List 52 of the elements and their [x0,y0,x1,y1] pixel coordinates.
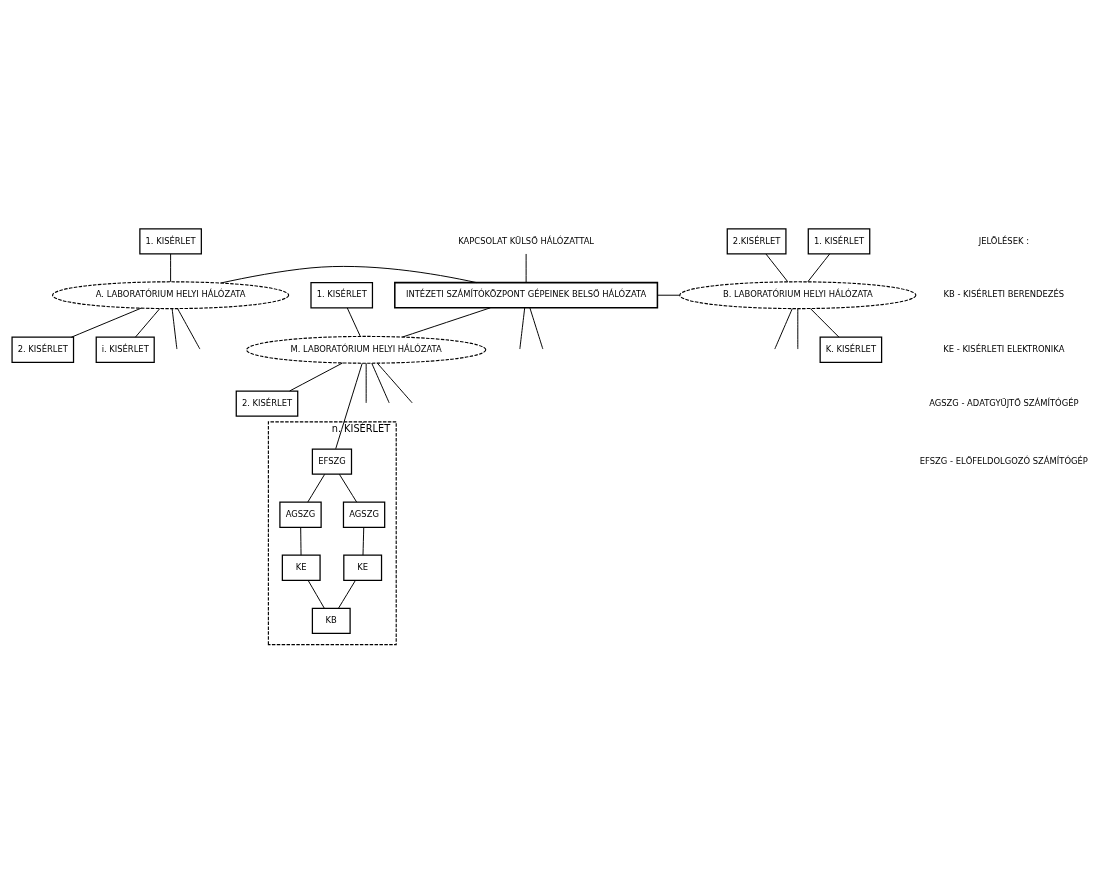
node-box: i. KISÉRLET [95,336,155,363]
connector [809,307,840,338]
node-box: KE [281,554,321,581]
connector [177,307,201,350]
connector [656,294,681,296]
node-box: KE [343,554,383,581]
node-box: INTÉZETI SZÁMÍTÓKÖZPONT GÉPEINEK BELSŐ HÁLÓZATA [394,281,659,309]
connector [307,579,325,609]
connector [171,307,178,350]
label: EFSZG - ELŐFELDOLGOZÓ SZÁMÍTÓGÉP [919,455,1088,466]
node-text: KAPCSOLAT KÜLSŐ HÁLÓZATTAL [458,235,595,246]
connector [335,362,363,449]
connector [365,362,367,403]
node-box: 1. KISÉRLET [807,227,871,255]
node-box: AGSZG [342,501,386,528]
connector [371,362,390,403]
connector [376,362,413,403]
connector [338,473,358,503]
connector [220,265,478,284]
connector [300,526,302,556]
node-box: KB [311,607,351,634]
connector [289,361,344,391]
node-box: EFSZG [311,447,353,475]
node-box: 2.KISÉRLET [726,227,787,255]
connector [70,307,142,338]
connector [774,307,793,350]
node-ellipse: B. LABORATÓRIUM HELYI HÁLÓZATA [679,280,917,309]
connector [170,253,172,282]
connector [362,526,365,556]
label: KE - KISÉRLETI ELEKTRONIKA [943,343,1065,354]
label: AGSZG - ADATGYŰJTŐ SZÁMÍTÓGÉP [929,397,1079,408]
connector [807,253,831,282]
connector [519,307,526,350]
node-box: AGSZG [279,501,322,528]
label: KB - KISÉRLETI BERENDEZÉS [943,288,1065,299]
connector [338,579,356,609]
connector [797,307,799,350]
label: JELÖLÉSEK : [978,235,1029,246]
node-box: 1. KISÉRLET [310,281,374,308]
node-box: 2. KISÉRLET [235,389,299,417]
node-box: K. KISÉRLET [819,336,883,363]
node-box: 1. KISÉRLET [139,227,202,255]
connector [307,473,326,503]
connector [525,253,527,283]
connector [134,307,161,338]
connector [529,307,544,350]
node-box: 2. KISÉRLET [11,336,75,363]
connector [401,306,491,338]
connector [765,253,789,282]
node-ellipse: M. LABORATÓRIUM HELYI HÁLÓZATA [246,335,487,364]
node-ellipse: A. LABORATÓRIUM HELYI HÁLÓZATA [52,280,290,309]
connector [346,307,361,337]
